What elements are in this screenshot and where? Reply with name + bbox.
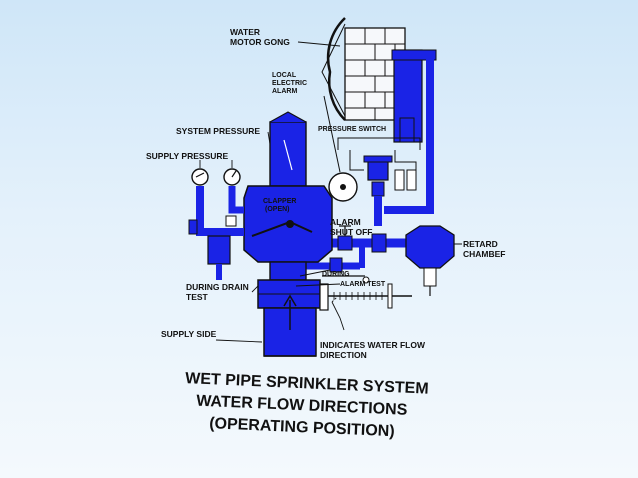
alarm-check-valve bbox=[243, 111, 333, 357]
label-during-drain-test-2: TEST bbox=[186, 292, 209, 302]
label-clapper-1: CLAPPER bbox=[263, 198, 296, 205]
gate-valve-stem bbox=[319, 275, 412, 311]
water-motor-gong bbox=[321, 17, 406, 121]
label-supply-pressure: SUPPLY PRESSURE bbox=[146, 151, 229, 161]
label-retard-chamber-2: CHAMBEF bbox=[463, 249, 506, 259]
label-local-alarm-1: LOCAL bbox=[272, 72, 297, 79]
local-alarm-bell bbox=[323, 95, 358, 202]
label-local-alarm-3: ALARM bbox=[272, 88, 297, 95]
label-indicates-flow-1: INDICATES WATER FLOW bbox=[320, 340, 426, 350]
label-alarm-shut-off-1: ALARM bbox=[330, 217, 361, 227]
label-system-pressure: SYSTEM PRESSURE bbox=[176, 126, 260, 136]
caption-line-3: (OPERATING POSITION) bbox=[209, 415, 395, 440]
label-retard-chamber-1: RETARD bbox=[463, 239, 498, 249]
label-water-motor-gong-1: WATER bbox=[230, 27, 260, 37]
label-supply-side: SUPPLY SIDE bbox=[161, 329, 217, 339]
leader-lines bbox=[199, 41, 345, 343]
label-water-motor-gong-2: MOTOR GONG bbox=[230, 37, 290, 47]
label-alarm-shut-off-2: SHUT OFF bbox=[330, 227, 373, 237]
label-pressure-switch: PRESSURE SWITCH bbox=[318, 126, 386, 133]
pressure-switch bbox=[337, 137, 421, 197]
label-during-drain-test-1: DURING DRAIN bbox=[186, 282, 249, 292]
drain-test-piping bbox=[188, 168, 244, 280]
label-local-alarm-2: ELECTRIC bbox=[272, 80, 307, 87]
label-clapper-2: (OPEN) bbox=[265, 206, 290, 213]
label-during: DURING bbox=[322, 271, 350, 278]
water-motor bbox=[391, 49, 437, 143]
label-indicates-flow-2: DIRECTION bbox=[320, 350, 367, 360]
caption: WET PIPE SPRINKLER SYSTEM WATER FLOW DIR… bbox=[185, 370, 429, 440]
caption-line-2: WATER FLOW DIRECTIONS bbox=[196, 393, 408, 419]
motor-return-pipe bbox=[384, 55, 434, 214]
retard-chamber bbox=[405, 225, 462, 296]
label-alarm-test: ALARM TEST bbox=[340, 281, 386, 288]
diagram-labels: WATER MOTOR GONG LOCAL ELECTRIC ALARM PR… bbox=[146, 27, 506, 360]
